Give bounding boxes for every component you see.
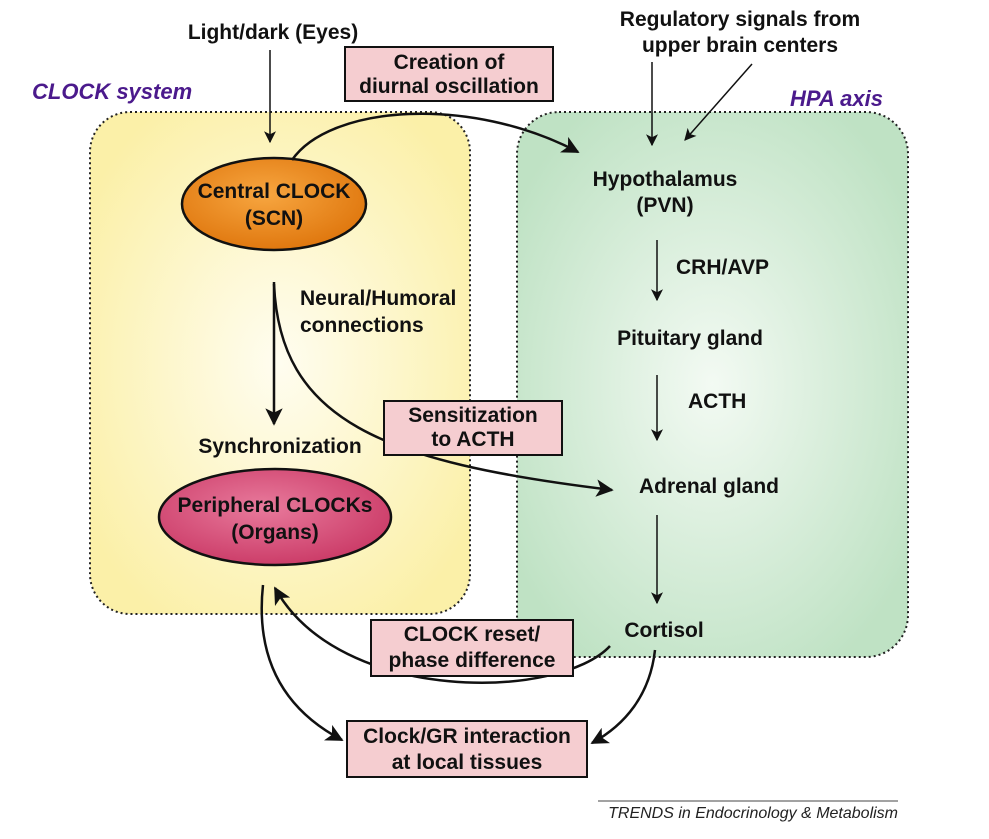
cortisol-label: Cortisol — [624, 619, 703, 642]
sensitization-line2: to ACTH — [431, 428, 514, 451]
hypothalamus-line1: Hypothalamus — [593, 168, 738, 191]
central-clock-line2: (SCN) — [245, 207, 303, 230]
clock-reset-line1: CLOCK reset/ — [404, 623, 541, 646]
light-dark-input-label: Light/dark (Eyes) — [188, 21, 358, 44]
peripheral-clocks-line2: (Organs) — [231, 521, 319, 544]
pituitary-gland-label: Pituitary gland — [617, 327, 763, 350]
cortisol-to-gr-arrow — [590, 649, 657, 745]
journal-credit: TRENDS in Endocrinology & Metabolism — [608, 805, 898, 822]
adrenal-gland-label: Adrenal gland — [639, 475, 779, 498]
neural-humoral-line1: Neural/Humoral — [300, 287, 456, 310]
cortisol-to-peripheral-arrow — [273, 586, 611, 684]
peripheral-clocks-line1: Peripheral CLOCKs — [178, 494, 373, 517]
clock-reset-box — [370, 619, 574, 677]
sensitization-line1: Sensitization — [408, 404, 538, 427]
acth-label: ACTH — [688, 390, 746, 413]
clock-reset-line2: phase difference — [389, 649, 556, 672]
crh-avp-label: CRH/AVP — [676, 256, 769, 279]
hypothalamus-line2: (PVN) — [636, 194, 693, 217]
neural-humoral-line2: connections — [300, 314, 424, 337]
central-to-adrenal-arrow — [272, 283, 614, 497]
central-clock-line1: Central CLOCK — [198, 180, 351, 203]
peripheral-to-gr-arrow — [260, 584, 344, 742]
synchronization-label: Synchronization — [198, 435, 361, 458]
hpa-axis-label: HPA axis — [790, 86, 883, 111]
regulatory-signals-label-line2: upper brain centers — [642, 34, 838, 57]
clock-system-label: CLOCK system — [32, 79, 192, 104]
hpa-axis-panel — [516, 111, 909, 658]
central-clock-node — [180, 156, 368, 252]
regulatory-signals-label-line1: Regulatory signals from — [620, 8, 860, 31]
sensitization-box — [383, 400, 563, 456]
clock-gr-line1: Clock/GR interaction — [363, 725, 571, 748]
diurnal-oscillation-line1: Creation of — [394, 51, 506, 74]
peripheral-clocks-node — [157, 467, 393, 567]
clock-gr-line2: at local tissues — [392, 751, 543, 774]
central-clock-to-hypothalamus-arrow — [290, 112, 580, 161]
diurnal-oscillation-box — [344, 46, 554, 102]
diurnal-oscillation-line2: diurnal oscillation — [359, 75, 539, 98]
regulatory-arrow-right — [684, 63, 753, 141]
clock-gr-interaction-box — [346, 720, 588, 778]
